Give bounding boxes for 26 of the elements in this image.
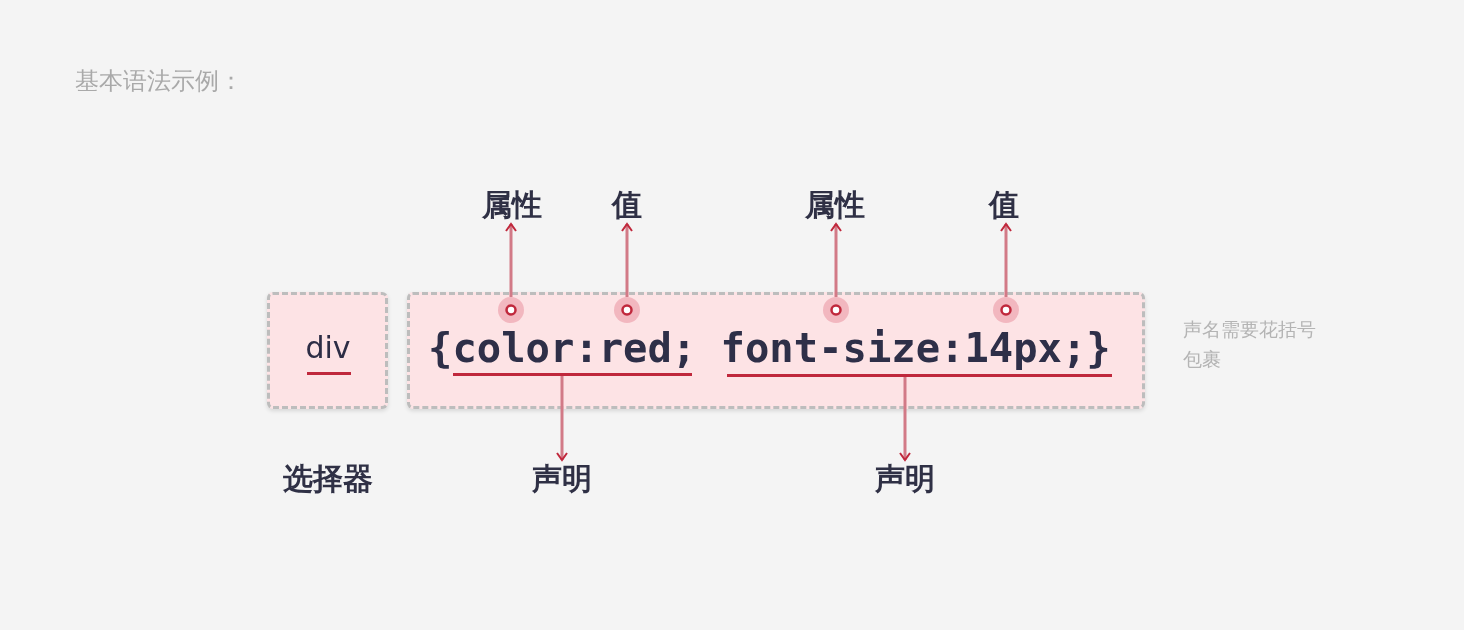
annotation-label: 声明: [875, 460, 935, 498]
underline-bar: [453, 373, 692, 376]
underline-bar: [727, 374, 1112, 377]
leader-line: [899, 377, 911, 461]
code-text: {color:red; font-size:14px;}: [428, 325, 1111, 371]
ring-marker-icon: [823, 297, 849, 323]
caption-text: 选择器: [283, 460, 373, 498]
leader-line: [830, 223, 842, 297]
leader-line: [556, 376, 568, 461]
annotation-label: 值: [612, 186, 642, 224]
leader-line: [621, 223, 633, 297]
ring-marker-icon: [614, 297, 640, 323]
leader-line: [1000, 223, 1012, 297]
annotation-label: 声明: [532, 460, 592, 498]
leader-line: [505, 223, 517, 297]
note-text: 声名需要花括号包裹: [1183, 317, 1317, 372]
code-text: div: [305, 330, 351, 366]
title-text: 基本语法示例：: [75, 66, 243, 96]
selector-box: [267, 292, 388, 409]
annotation-label: 属性: [482, 186, 542, 224]
annotation-label: 值: [989, 186, 1019, 224]
declaration-box: [407, 292, 1145, 409]
ring-marker-icon: [993, 297, 1019, 323]
annotation-label: 属性: [805, 186, 865, 224]
ring-marker-icon: [498, 297, 524, 323]
underline-bar: [307, 372, 351, 375]
